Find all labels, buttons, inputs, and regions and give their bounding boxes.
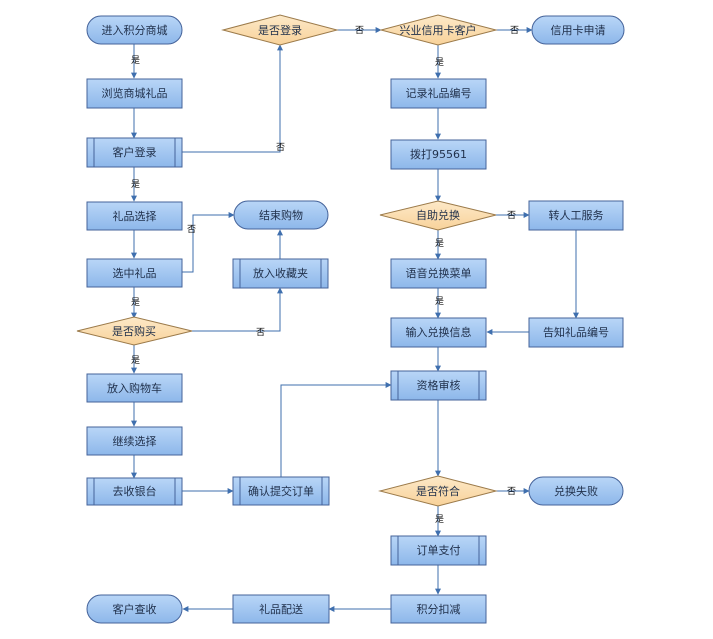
node-browse-label: 浏览商城礼品	[102, 86, 168, 100]
node-match-q: 是否符合	[378, 475, 498, 507]
node-deduct: 积分扣减	[390, 594, 487, 624]
nodes-layer: 进入积分商城 信用卡申请 结束购物 兑换失败 客户查收 是否登录 兴业信用卡客户	[76, 14, 625, 624]
edge-selected-endshop	[182, 212, 235, 273]
edge-labels-layer: 是 是 是 是 否 否 否 否 否 是 否 是 是 否 是	[131, 25, 519, 525]
node-buy-q: 是否购买	[76, 316, 193, 346]
node-dial: 拨打95561	[390, 139, 487, 170]
node-fav: 放入收藏夹	[232, 258, 329, 289]
label-yes-start-browse: 是	[131, 55, 140, 66]
node-buy-q-label: 是否购买	[112, 324, 156, 338]
node-end-shop: 结束购物	[233, 200, 329, 230]
node-browse: 浏览商城礼品	[86, 78, 183, 109]
node-choose-label: 礼品选择	[113, 209, 157, 223]
node-tell: 告知礼品编号	[528, 317, 624, 348]
label-yes-buyq-cart: 是	[131, 355, 140, 366]
node-cib-q: 兴业信用卡客户	[379, 14, 498, 46]
label-no-selfq: 否	[507, 210, 516, 221]
node-match-q-label: 是否符合	[416, 484, 460, 498]
node-self-q: 自助兑换	[379, 200, 497, 231]
node-checkout: 去收银台	[86, 477, 183, 506]
node-deduct-label: 积分扣减	[417, 602, 461, 616]
label-yes-matchq: 是	[435, 514, 444, 525]
edge-login-loginq	[182, 44, 283, 153]
node-dial-label: 拨打95561	[410, 147, 467, 161]
node-deliver: 礼品配送	[232, 594, 330, 624]
label-no-buyq: 否	[256, 327, 265, 338]
node-pay-label: 订单支付	[417, 544, 461, 557]
node-self-q-label: 自助兑换	[416, 208, 460, 222]
node-receive: 客户查收	[86, 594, 183, 624]
label-yes-selfq: 是	[435, 238, 444, 249]
label-yes-menu: 是	[435, 296, 444, 307]
node-continue: 继续选择	[86, 426, 183, 456]
node-cart-label: 放入购物车	[107, 381, 162, 395]
node-selected: 选中礼品	[86, 258, 183, 288]
node-choose: 礼品选择	[86, 201, 183, 231]
node-fail-label: 兑换失败	[554, 484, 598, 498]
label-yes-selected-buyq: 是	[131, 297, 140, 308]
node-apply-label: 信用卡申请	[551, 24, 606, 37]
node-pay: 订单支付	[390, 535, 487, 566]
node-audit-label: 资格审核	[417, 378, 461, 392]
label-no-selected: 否	[187, 224, 196, 235]
node-login: 客户登录	[86, 137, 183, 168]
node-cart: 放入购物车	[86, 373, 183, 403]
node-audit: 资格审核	[390, 370, 487, 401]
node-receive-label: 客户查收	[113, 602, 157, 616]
node-fav-label: 放入收藏夹	[253, 266, 308, 280]
node-start-label: 进入积分商城	[102, 23, 168, 37]
node-login-q: 是否登录	[221, 14, 339, 46]
node-selected-label: 选中礼品	[113, 266, 157, 280]
node-record: 记录礼品编号	[390, 78, 487, 109]
node-start: 进入积分商城	[86, 15, 183, 45]
label-yes-login-choose: 是	[131, 179, 140, 190]
node-tell-label: 告知礼品编号	[543, 325, 609, 339]
node-cib-q-label: 兴业信用卡客户	[400, 23, 477, 37]
node-confirm: 确认提交订单	[232, 476, 330, 506]
edge-buyq-fav	[192, 287, 283, 332]
node-fail: 兑换失败	[528, 476, 624, 506]
label-no-loginq: 否	[355, 25, 364, 36]
label-yes-cibq: 是	[435, 57, 444, 68]
node-checkout-label: 去收银台	[113, 484, 157, 498]
node-manual-label: 转人工服务	[549, 208, 604, 222]
node-login-q-label: 是否登录	[258, 23, 302, 37]
node-manual: 转人工服务	[528, 200, 624, 231]
edges-layer	[131, 27, 579, 612]
node-input-label: 输入兑换信息	[406, 325, 472, 339]
node-login-label: 客户登录	[113, 145, 157, 159]
label-no-matchq: 否	[507, 486, 516, 497]
node-input: 输入兑换信息	[390, 317, 487, 348]
node-continue-label: 继续选择	[113, 434, 157, 448]
node-end-shop-label: 结束购物	[259, 208, 303, 222]
node-confirm-label: 确认提交订单	[248, 484, 314, 498]
node-deliver-label: 礼品配送	[259, 602, 303, 616]
node-record-label: 记录礼品编号	[406, 86, 472, 100]
node-menu: 语音兑换菜单	[390, 258, 487, 289]
label-no-cibq: 否	[510, 25, 519, 36]
label-no-login: 否	[276, 142, 285, 153]
node-menu-label: 语音兑换菜单	[406, 266, 472, 280]
edge-confirm-audit	[280, 382, 392, 477]
node-apply: 信用卡申请	[531, 15, 625, 45]
